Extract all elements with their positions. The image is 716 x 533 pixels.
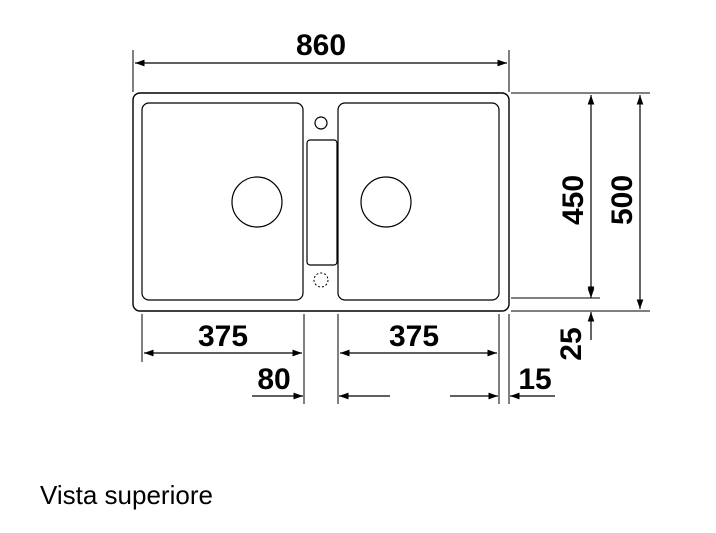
left-drain: [231, 176, 283, 228]
bowl-depth-label: 450: [557, 175, 590, 225]
center-gap-label: 80: [257, 363, 290, 396]
right-drain: [360, 176, 412, 228]
sink-outer-outline: [132, 92, 510, 312]
view-caption: Vista superiore: [40, 480, 213, 510]
overall-depth-label: 500: [606, 175, 639, 225]
tap-hole: [314, 116, 328, 130]
overall-width-label: 860: [296, 29, 346, 62]
left-bowl-width-label: 375: [198, 320, 248, 353]
right-bowl-width-label: 375: [389, 320, 439, 353]
right-bowl: [337, 102, 500, 301]
overflow-strip: [306, 139, 338, 266]
bottom-margin-label: 25: [555, 327, 588, 360]
optional-tap-hole: [313, 272, 329, 288]
left-bowl: [141, 102, 304, 301]
right-margin-label: 15: [518, 363, 551, 396]
